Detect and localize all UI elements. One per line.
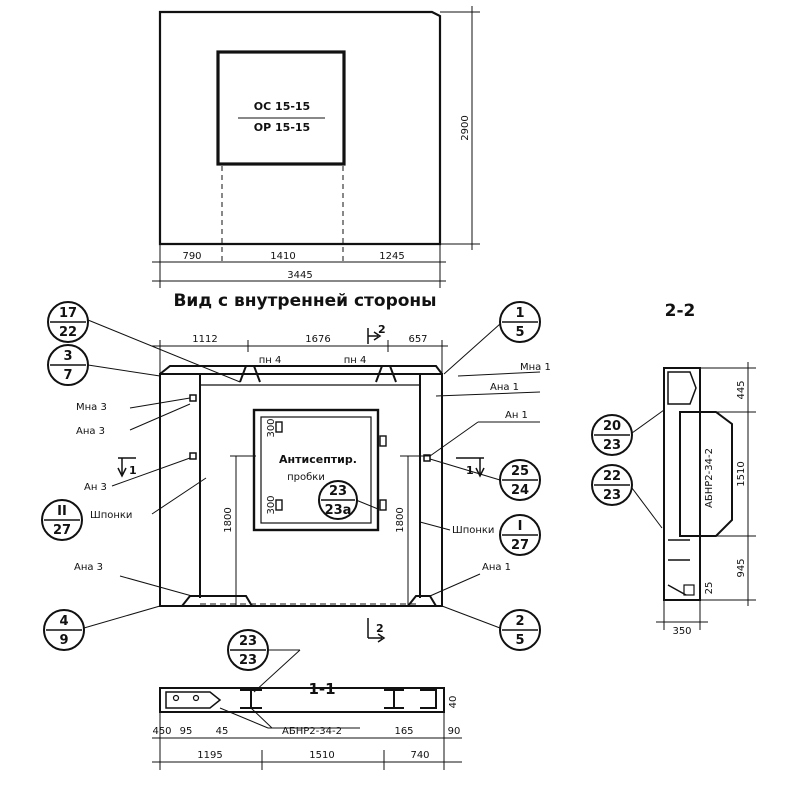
shponki-right-label: Шпонки [452,525,494,536]
a-na1-top-label: Ана 1 [490,382,519,393]
callout-20-bottom: 23 [603,438,621,453]
dim-790: 790 [182,251,201,262]
panel-inner-outline [159,373,443,607]
lifting-loop-left [239,365,261,383]
pn-left-label: пн 4 [259,355,282,366]
view-title: Вид с внутренней стороны [173,291,436,311]
section-2-bottom-marker: 2 [376,622,384,635]
dim-1800-right: 1800 [395,507,406,532]
height-dim: 2900 [460,115,471,140]
a-n3-label: Ан 3 [84,482,107,493]
callout-4-bottom: 9 [59,633,68,648]
shponki-left-label: Шпонки [90,510,132,521]
top-view: ОС 15-15 ОР 15-15 2900 790 1410 1245 344… [152,6,480,288]
callout-I-bottom: 27 [511,538,529,553]
a-na1-bottom-label: Ана 1 [482,562,511,573]
callout-1-top: 1 [515,306,524,321]
dim-657: 657 [408,334,427,345]
dim-1510-v: 1510 [736,461,747,486]
dim-350: 350 [672,626,691,637]
dim-1510-h: 1510 [309,750,334,761]
callout-3-top: 3 [63,349,72,364]
dim-1195: 1195 [197,750,222,761]
dim-90: 90 [448,726,461,737]
antiseptic-label: Антисептир. [279,453,357,466]
dim-1410: 1410 [270,251,295,262]
a-n1-label: Ан 1 [505,410,528,421]
callouts: 17 22 3 7 II 27 4 9 1 5 25 24 I 2 [41,301,665,693]
dim-40: 40 [448,696,459,709]
dim-450: 450 [152,726,171,737]
callout-2-top: 2 [515,614,524,629]
dim-45: 45 [216,726,229,737]
callout-23a-top: 23 [329,484,347,499]
opening-label-bottom: ОР 15-15 [254,121,310,134]
window-opening [216,50,346,166]
dim-165: 165 [394,726,413,737]
callout-22-top: 22 [603,469,621,484]
a-na3-bottom-label: Ана 3 [74,562,103,573]
callout-2-bottom: 5 [515,633,524,648]
lifting-loop-right [375,365,397,383]
dim-445: 445 [736,380,747,399]
callout-22-bottom: 23 [603,488,621,503]
dim-945: 945 [736,558,747,577]
dim-300-top: 300 [266,418,277,437]
callout-II-bottom: 27 [53,523,71,538]
section-1-1-block-label: АБНР2-34-2 [282,726,342,737]
panel-outline [158,10,442,246]
opening-label-top: ОС 15-15 [254,100,310,113]
callout-I-top: I [518,519,523,534]
pn-right-label: пн 4 [344,355,367,366]
section-2-2-title: 2-2 [665,301,696,321]
dim-300-bottom: 300 [266,495,277,514]
callout-25-top: 25 [511,464,529,479]
dim-25: 25 [704,582,715,595]
callout-23a-bottom: 23а [325,503,352,518]
m-na1-label: Мна 1 [520,362,551,373]
window-frame [252,408,380,532]
probki-label: пробки [287,472,325,483]
m-na3-label: Мна 3 [76,402,107,413]
section-1-left-marker: 1 [129,464,137,477]
dim-1112: 1112 [192,334,217,345]
dim-1245: 1245 [379,251,404,262]
dim-95: 95 [180,726,193,737]
dim-1676: 1676 [305,334,330,345]
callout-23b-bottom: 23 [239,653,257,668]
dim-3445: 3445 [287,270,312,281]
callout-3-bottom: 7 [63,368,72,383]
callout-17-top: 17 [59,306,77,321]
callout-17-bottom: 22 [59,325,77,340]
main-view: 1112 1676 657 пн 4 пн 4 2 2 1 1 [74,323,551,643]
callout-II-top: II [57,504,67,519]
section-2-top-marker: 2 [378,323,386,336]
dim-740: 740 [410,750,429,761]
callout-20-top: 20 [603,419,621,434]
dim-1800-left: 1800 [223,507,234,532]
callout-1-bottom: 5 [515,325,524,340]
callout-4-top: 4 [59,614,68,629]
section-1-1: 1-1 АБНР2-34-2 450 95 45 165 90 40 1195 … [152,680,462,770]
section-2-2-block-label: АБНР2-34-2 [704,448,715,508]
callout-23b-top: 23 [239,634,257,649]
section-2-2: 2-2 АБНР2-34-2 445 1510 945 25 350 [656,301,756,637]
a-na3-top-label: Ана 3 [76,426,105,437]
callout-25-bottom: 24 [511,483,529,498]
